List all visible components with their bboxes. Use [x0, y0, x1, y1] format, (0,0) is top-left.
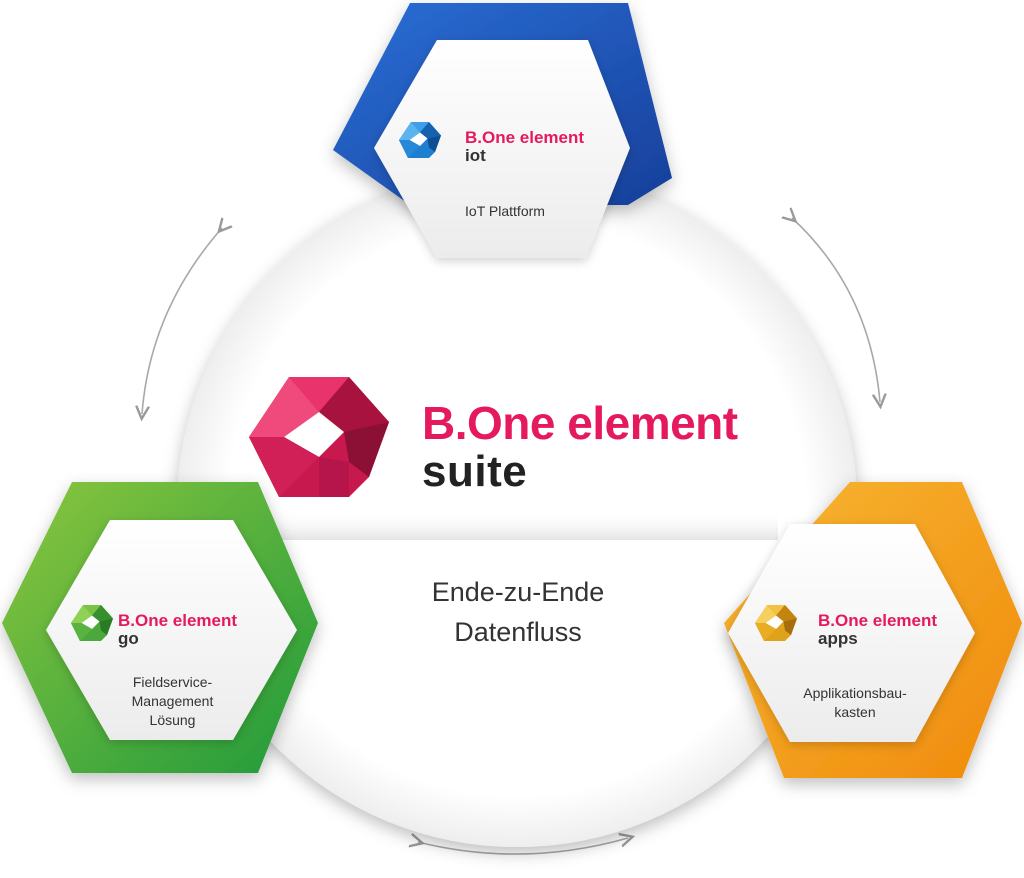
apps-name: apps	[818, 629, 858, 648]
apps-title: B.One element	[818, 611, 938, 630]
suite-logo-icon	[249, 377, 389, 497]
iot-description: IoT Plattform	[465, 203, 545, 219]
iot-logo-icon	[399, 122, 441, 158]
iot-title: B.One element	[465, 128, 585, 147]
go-name: go	[118, 629, 139, 648]
module-iot-inner	[374, 40, 630, 258]
flow-label-line1: Ende-zu-Ende	[431, 577, 605, 607]
apps-logo-icon	[755, 605, 797, 641]
suite-circle	[177, 167, 857, 847]
go-logo-icon	[71, 605, 113, 641]
suite-title: B.One element	[422, 397, 738, 449]
go-title: B.One element	[118, 611, 238, 630]
apps-description-line1: Applikationsbau-	[803, 685, 907, 701]
go-description-line3: Lösung	[149, 712, 196, 728]
go-description-line1: Fieldservice-	[132, 674, 213, 690]
apps-description-line2: kasten	[834, 704, 876, 720]
divider-band	[258, 510, 778, 540]
module-apps-inner	[728, 524, 975, 742]
suite-subtitle: suite	[422, 447, 528, 496]
cycle-arrow-right	[792, 218, 880, 402]
module-go-inner	[46, 520, 297, 740]
go-description-line2: Management	[131, 693, 214, 709]
go-description: Fieldservice- Management Lösung	[100, 673, 245, 730]
cycle-arrow-left	[142, 228, 222, 414]
flow-label-line2: Datenfluss	[454, 617, 582, 647]
iot-name: iot	[465, 146, 486, 165]
apps-description: Applikationsbau- kasten	[780, 684, 930, 722]
cycle-arrow-bottom	[418, 838, 628, 855]
